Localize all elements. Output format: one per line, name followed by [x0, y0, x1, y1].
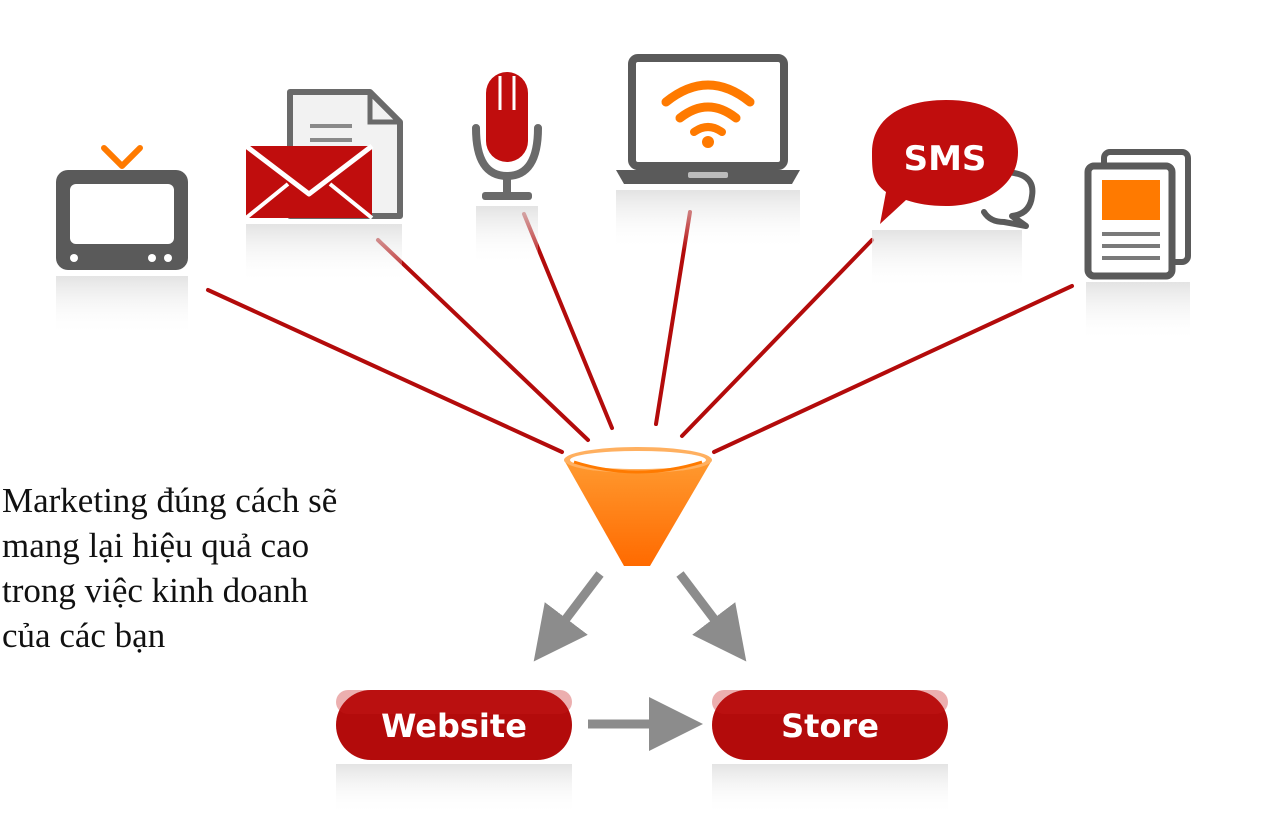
connector-print — [712, 284, 1074, 454]
connector-sms — [680, 238, 874, 438]
caption-line: của các bạn — [2, 616, 166, 655]
caption-line: trong việc kinh doanh — [2, 571, 309, 610]
envelope-icon — [244, 89, 403, 284]
arrow-to-store — [676, 571, 747, 662]
funnel-output-arrows — [533, 571, 747, 751]
caption-text: Marketing đúng cách sẽ mang lại hiệu quả… — [2, 478, 422, 658]
connector-email — [376, 238, 590, 442]
website-label: Website — [381, 707, 527, 745]
microphone-icon — [472, 72, 542, 266]
sms-bubble-icon: SMS — [872, 100, 1036, 290]
sms-label: SMS — [904, 139, 987, 179]
store-button: Store — [712, 690, 948, 814]
laptop-wifi-icon — [616, 54, 800, 250]
tv-icon — [56, 145, 188, 336]
store-label: Store — [781, 707, 879, 745]
funnel-icon — [564, 447, 712, 566]
caption-line: Marketing đúng cách sẽ — [2, 481, 338, 520]
newspaper-icon — [1084, 149, 1191, 342]
caption-line: mang lại hiệu quả cao — [2, 526, 310, 565]
connector-radio — [522, 212, 614, 430]
connector-tv — [206, 288, 564, 454]
website-button: Website — [336, 690, 572, 814]
arrow-to-website — [533, 571, 604, 662]
